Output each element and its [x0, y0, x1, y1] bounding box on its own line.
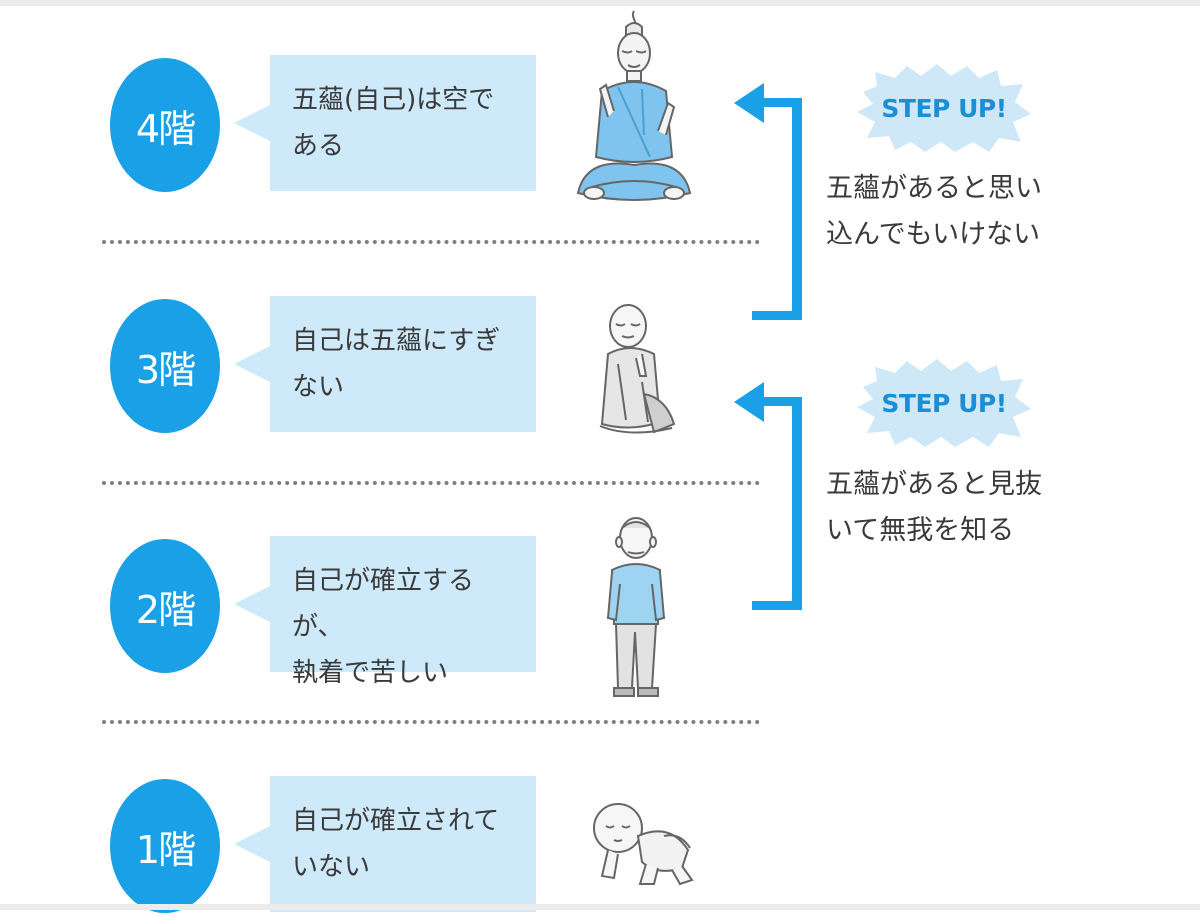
step-arrow-top-segment [760, 98, 802, 107]
arrow-left-icon [734, 382, 764, 422]
meditating-buddha-icon [576, 10, 692, 201]
note-line-1: 五蘊があると見抜 [826, 469, 1042, 500]
level-2: 2階 自己が確立するが、 執着で苦しい [0, 517, 760, 697]
crawling-baby-icon [593, 803, 694, 886]
speech-bubble: 自己は五蘊にすぎ ない [234, 296, 536, 432]
standing-man-icon [606, 517, 666, 697]
bubble-line-2: 執着で苦しい [292, 658, 449, 688]
bubble-line-2: いない [292, 852, 371, 882]
note-line-1: 五蘊があると思い [826, 173, 1042, 204]
floor-divider [102, 720, 760, 724]
note-line-2: いて無我を知る [826, 515, 1015, 546]
bubble-line-2: ある [292, 131, 345, 161]
step-up-burst: STEP UP! [855, 62, 1033, 154]
step-up-burst: STEP UP! [855, 357, 1033, 449]
level-1: 1階 自己が確立されて いない [0, 776, 760, 916]
arrow-left-icon [734, 83, 764, 123]
burst-shape-icon [857, 359, 1031, 447]
speech-bubble: 五蘊(自己)は空で ある [234, 55, 536, 191]
step-up-label: STEP UP! [881, 388, 1007, 418]
speech-bubble: 自己が確立するが、 執着で苦しい [234, 536, 536, 688]
bubble-line-2: ない [292, 372, 345, 402]
step-arrow-bottom-segment [752, 311, 802, 320]
floor-badge: 3階 [110, 299, 220, 433]
step-up-note: 五蘊があると見抜 いて無我を知る [826, 462, 1042, 554]
floor-divider [102, 240, 760, 244]
level-4: 4階 五蘊(自己)は空で ある [0, 10, 760, 201]
bubble-line-1: 自己は五蘊にすぎ [292, 326, 501, 356]
note-line-2: 込んでもいけない [826, 219, 1041, 250]
bottom-band [0, 904, 1200, 910]
praying-monk-icon [599, 304, 676, 434]
step-arrow-vertical-segment [792, 98, 802, 320]
step-up-label: STEP UP! [881, 93, 1007, 123]
floor-divider [102, 481, 760, 485]
bubble-line-1: 五蘊(自己)は空で [292, 85, 495, 115]
floor-badge: 1階 [110, 779, 220, 913]
step-arrow-top-segment [760, 397, 802, 406]
floor-badge: 4階 [110, 58, 220, 192]
bubble-line-1: 自己が確立されて [292, 806, 500, 836]
step-up-note: 五蘊があると思い 込んでもいけない [826, 166, 1042, 258]
top-band [0, 0, 1200, 6]
level-3: 3階 自己は五蘊にすぎ ない [0, 296, 760, 436]
burst-shape-icon [857, 64, 1031, 152]
floor-badge: 2階 [110, 539, 220, 673]
step-arrow-vertical-segment [792, 397, 802, 610]
step-arrow-bottom-segment [752, 601, 802, 610]
bubble-line-1: 自己が確立するが、 [292, 566, 475, 642]
speech-bubble: 自己が確立されて いない [234, 776, 536, 912]
